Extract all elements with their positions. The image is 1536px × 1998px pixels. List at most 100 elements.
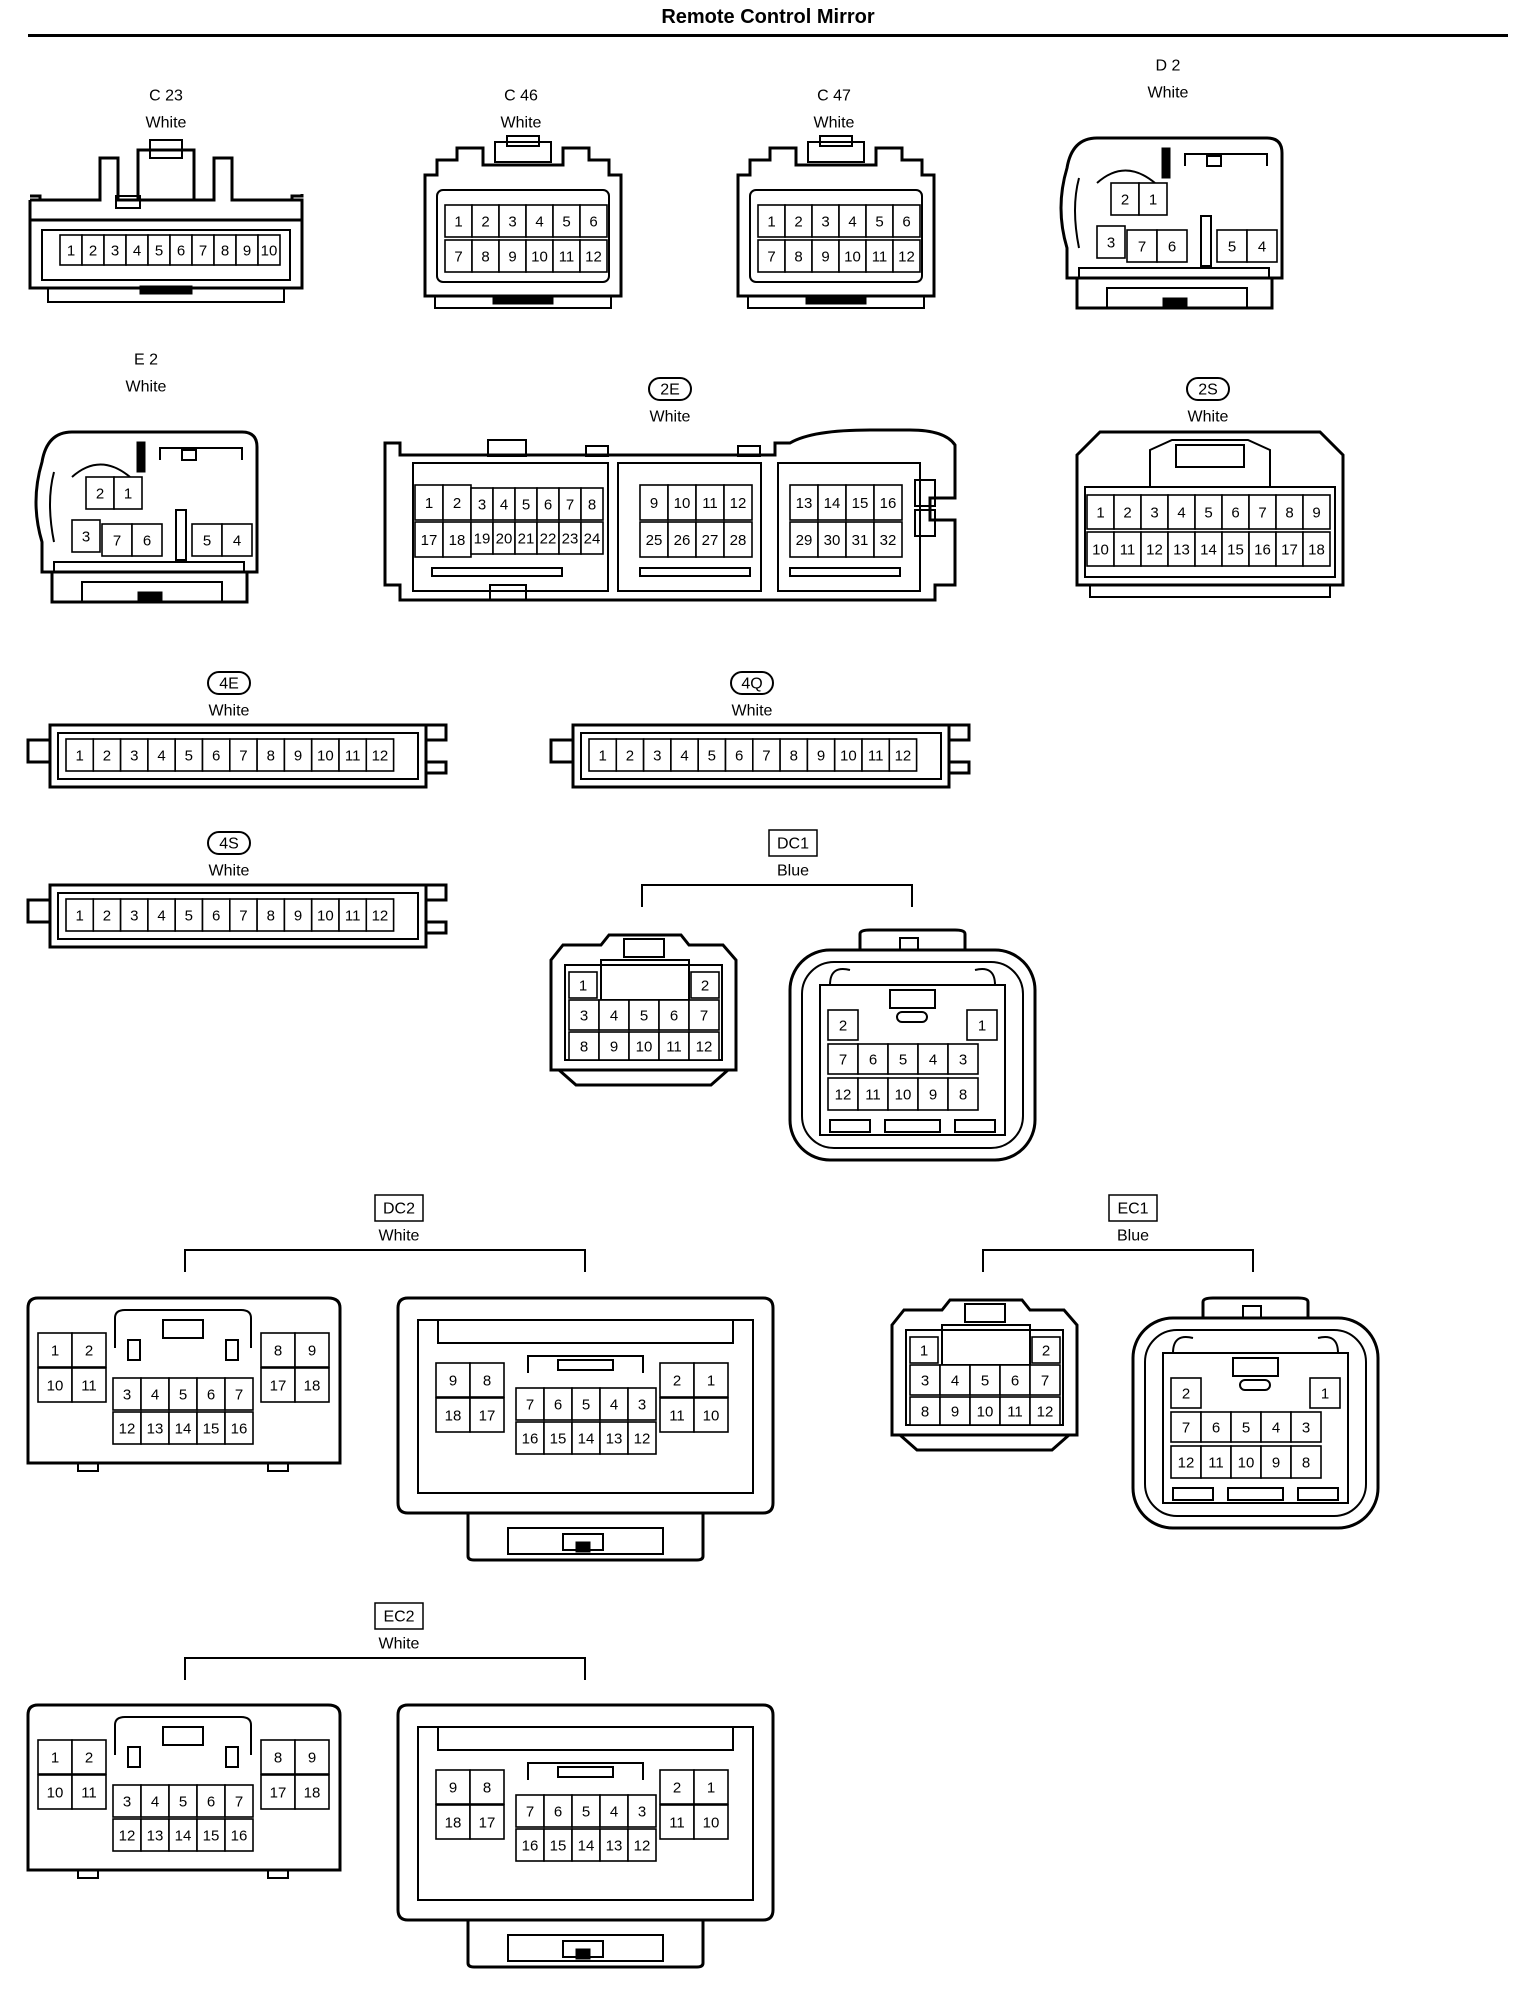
pin-12: 12 [372, 748, 389, 765]
outline [1184, 153, 1268, 166]
outline [749, 189, 923, 283]
outline [137, 591, 163, 603]
pin-2: 2 [1182, 1386, 1190, 1403]
label-oval [730, 671, 774, 695]
pin-9: 9 [650, 495, 658, 512]
pin-5: 5 [522, 497, 530, 514]
pin-12: 12 [119, 1421, 136, 1438]
pin-cell [140, 1818, 170, 1852]
pin-cell [917, 1043, 949, 1075]
pin-cell [1302, 531, 1331, 567]
label-oval [1186, 377, 1230, 401]
pin-15: 15 [203, 1421, 220, 1438]
housing [396, 1296, 775, 1515]
pin-cell [37, 1367, 73, 1403]
pin-7: 7 [113, 533, 121, 550]
pin-1: 1 [51, 1343, 59, 1360]
outline [426, 920, 448, 935]
pin-cell [191, 523, 223, 557]
pin-11: 11 [872, 249, 888, 266]
pin-cell [627, 1421, 657, 1455]
pin-2: 2 [96, 486, 104, 503]
pin-1: 1 [579, 978, 587, 995]
pin-cell [224, 1377, 254, 1411]
pin-6: 6 [554, 1804, 562, 1821]
pin-1: 1 [1149, 192, 1157, 209]
pin-3: 3 [130, 908, 138, 925]
outline [26, 738, 50, 764]
pin-cell [811, 204, 840, 238]
pin-cell [1230, 1445, 1262, 1479]
outline [30, 194, 42, 202]
pin-cell [444, 239, 473, 273]
pin-cell [827, 1009, 859, 1041]
pin-cell [909, 1336, 939, 1364]
pin-cell [1096, 225, 1126, 259]
pin-cell [168, 1818, 198, 1852]
pin-3: 3 [1107, 235, 1115, 252]
connector-id: 2E [660, 382, 680, 399]
connector-color: Blue [1117, 1228, 1149, 1245]
pin-cell [693, 1362, 729, 1398]
pin-cell [917, 1077, 949, 1111]
pin-4: 4 [680, 748, 688, 765]
pin-1: 1 [920, 1343, 928, 1360]
pin-5: 5 [708, 748, 716, 765]
pin-cell [688, 1031, 720, 1061]
pin-18: 18 [304, 1378, 321, 1395]
connector-color: White [126, 379, 167, 396]
pin-10: 10 [895, 1087, 912, 1104]
pin-1: 1 [67, 243, 75, 260]
outline [1297, 1487, 1339, 1501]
outline [507, 1527, 664, 1555]
pin-cell [515, 1421, 545, 1455]
pin-2: 2 [85, 1343, 93, 1360]
pin-cell [1031, 1336, 1061, 1364]
pin-9: 9 [821, 249, 829, 266]
pin-7: 7 [454, 249, 462, 266]
outline [40, 156, 292, 202]
connector-color: Blue [777, 863, 809, 880]
pin-5: 5 [185, 908, 193, 925]
pin-2: 2 [673, 1373, 681, 1390]
pin-6: 6 [589, 214, 597, 231]
pin-cell [525, 239, 554, 273]
outline [412, 462, 609, 592]
outline [747, 295, 925, 309]
pin-12: 12 [634, 1431, 651, 1448]
pin-cell [827, 1043, 859, 1075]
outline [575, 1541, 591, 1553]
pair-bracket [184, 1249, 586, 1272]
pin-7: 7 [1258, 505, 1266, 522]
pin-cell [1248, 531, 1277, 567]
pin-cell [515, 1828, 545, 1862]
pin-25: 25 [646, 532, 663, 549]
outline [807, 141, 865, 163]
pin-32: 32 [880, 532, 897, 549]
pin-12: 12 [1037, 1404, 1054, 1421]
pin-cell [588, 738, 618, 772]
pin-cell [112, 1784, 142, 1818]
pin-15: 15 [852, 495, 869, 512]
pin-cell [435, 1397, 471, 1433]
outline [1239, 1379, 1271, 1391]
pin-4: 4 [610, 1008, 618, 1025]
outline [162, 1726, 204, 1746]
pin-cell [552, 239, 581, 273]
pin-2: 2 [794, 214, 802, 231]
pin-cell [817, 484, 847, 521]
pin-cell [779, 738, 809, 772]
outline [949, 723, 971, 742]
pin-cell [966, 1009, 998, 1041]
outline [1232, 1357, 1279, 1377]
pin-17: 17 [479, 1408, 496, 1425]
label-oval [207, 671, 251, 695]
outline [585, 445, 609, 457]
pin-14: 14 [175, 1421, 192, 1438]
pin-8: 8 [221, 243, 229, 260]
pin-5: 5 [179, 1387, 187, 1404]
pin-1: 1 [1321, 1386, 1329, 1403]
pin-cell [1170, 1445, 1202, 1479]
